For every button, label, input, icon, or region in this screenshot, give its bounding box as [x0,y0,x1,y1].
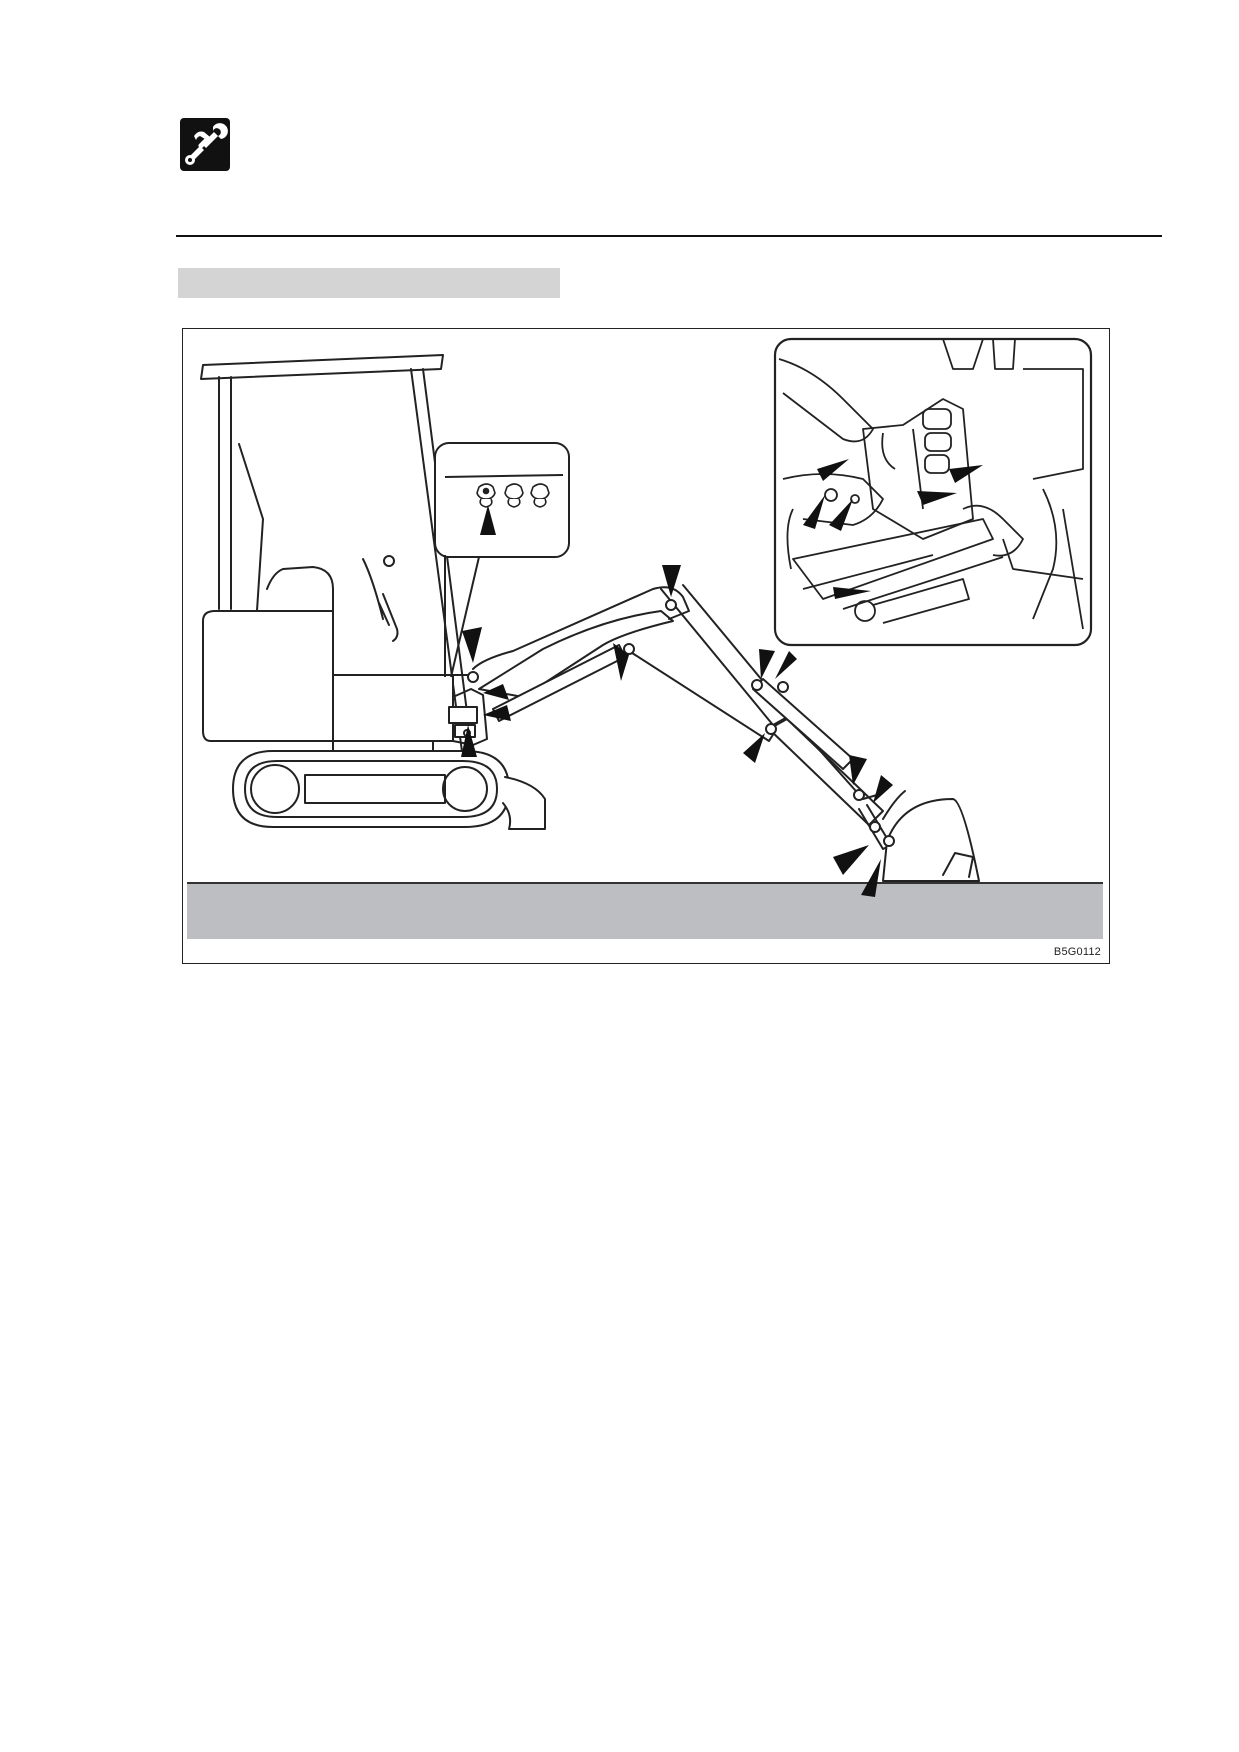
arrow-arm-cylinder-rod [775,651,797,679]
lubrication-arrows [461,459,983,897]
arrow-bucket-pin-bottom [861,859,881,897]
arrow-inset-swing-cylinder [817,459,849,481]
arrow-boom-cylinder-upper [483,684,509,700]
arrow-arm-cylinder-foot [759,649,775,679]
excavator-diagram [187,337,1103,939]
bucket [882,798,980,882]
boom [478,610,674,698]
dozer-blade [502,776,546,830]
grease-nipple-callout [434,442,570,678]
arrow-inset-bracket-upper [949,465,983,483]
grease-nipple-icon [504,483,524,508]
canopy-post-rear [218,376,232,610]
canopy-post-front [410,368,474,760]
arrow-inset-pin-left [803,495,825,529]
arrow-boom-cylinder-lower [483,705,511,721]
arrow-inset-pin-lower [829,499,853,531]
canopy-roof [200,354,444,380]
grease-nipple-icon [476,483,496,508]
figure-code: B5G0112 [1053,946,1101,958]
section-heading-bar [178,268,560,298]
crawler-track [232,750,510,828]
arrow-bucket-link [873,775,893,803]
excavator-lubrication-figure: B5G0112 [182,328,1110,964]
arrow-boom-cylinder-rod [613,643,629,681]
ground [187,883,1103,939]
arrow-swing-pin [461,725,477,757]
boom-top [472,586,690,670]
arrow-inset-cylinder-rod [833,587,871,599]
section-divider [176,235,1162,237]
maintenance-wrench-icon [180,118,230,171]
arrow-bucket-cylinder [849,755,867,785]
arrow-boom-foot [462,627,482,663]
arrow-inset-bracket-lower [917,491,957,505]
arrow-callout-nipple [480,505,496,535]
arrow-arm-pin [743,733,765,763]
grease-nipple-icon [530,483,550,508]
arrow-boom-top [662,565,681,597]
arrow-bucket-pin-left [833,845,869,875]
